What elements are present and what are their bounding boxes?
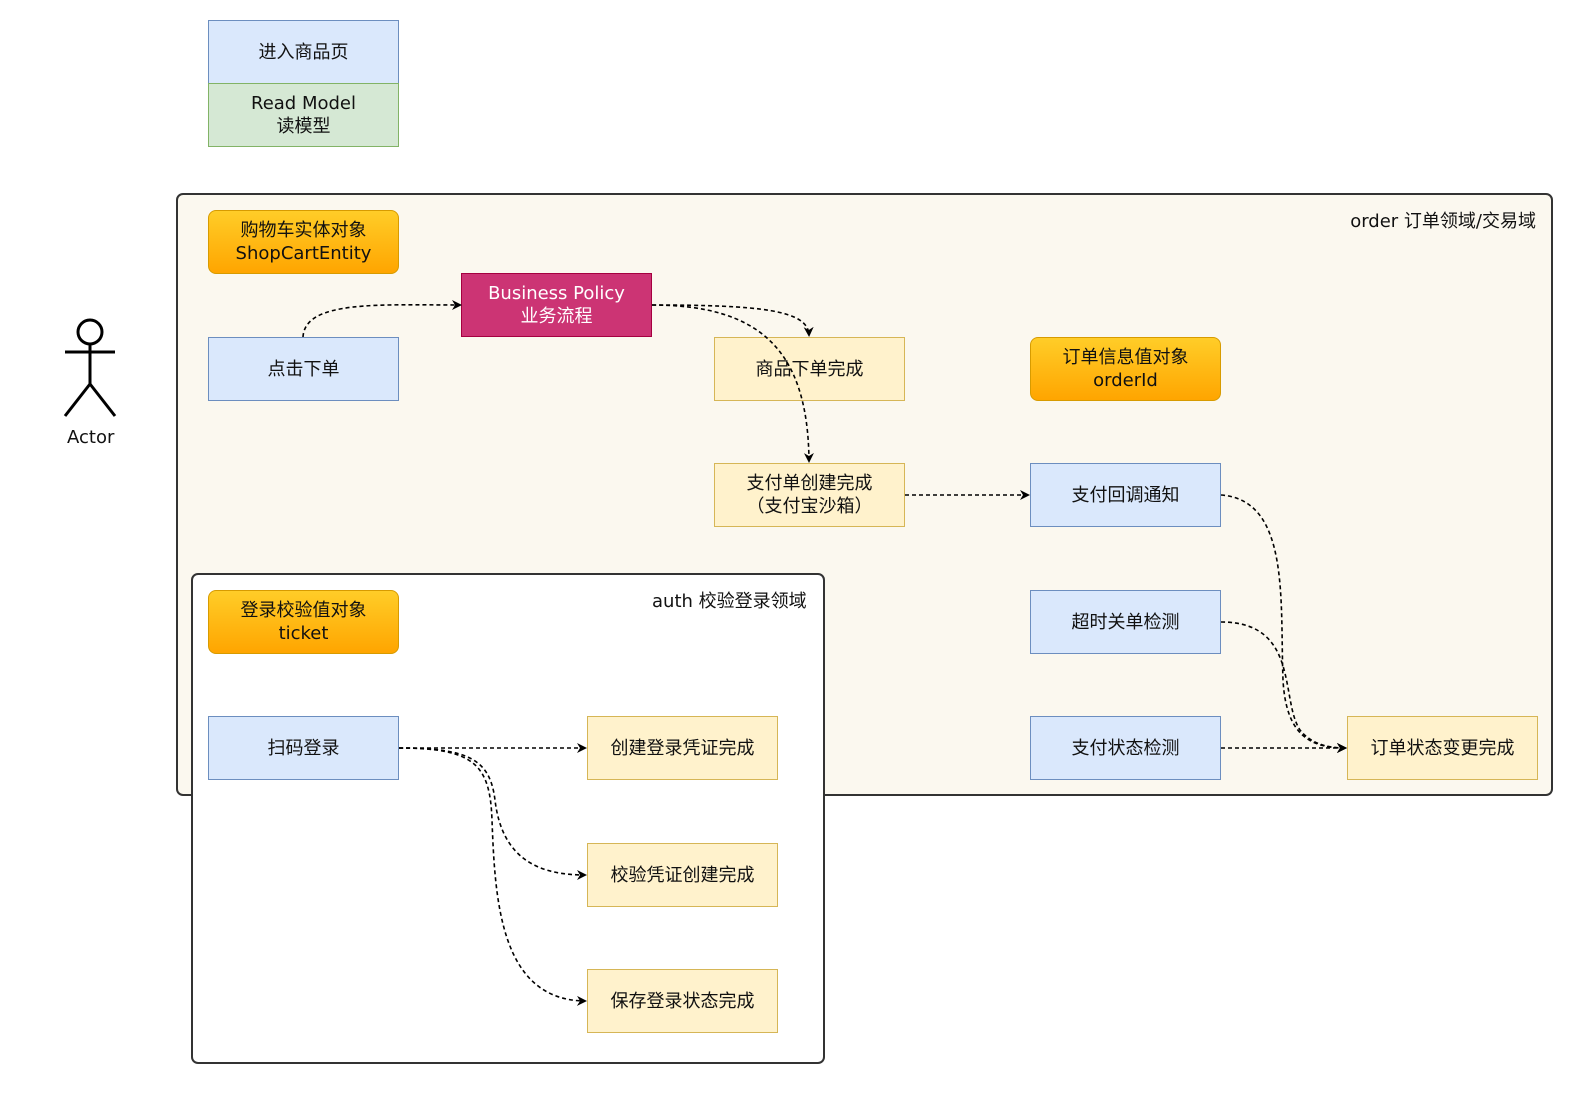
edge-place-order-to-policy [302, 299, 462, 338]
business-policy[interactable]: Business Policy 业务流程 [461, 273, 652, 337]
shopcart-entity-line2: ShopCartEntity [235, 243, 372, 264]
payment-created-line2: （支付宝沙箱） [746, 496, 873, 517]
order-info-line2: orderId [1093, 370, 1158, 391]
shopcart-entity[interactable]: 购物车实体对象 ShopCartEntity [208, 210, 399, 274]
order-placed-label: 商品下单完成 [755, 358, 864, 380]
actor-label: Actor [67, 427, 115, 448]
business-policy-line1: Business Policy [488, 283, 625, 304]
payment-created-line1: 支付单创建完成 [746, 473, 873, 494]
edge-scan-to-credential-verified [398, 747, 587, 880]
auth-domain-title: auth 校验登录领域 [652, 591, 807, 612]
scan-login-label: 扫码登录 [267, 737, 340, 759]
place-order-label: 点击下单 [267, 358, 340, 380]
payment-status-label: 支付状态检测 [1071, 737, 1180, 759]
scan-login-command[interactable]: 扫码登录 [208, 716, 399, 780]
login-ticket-line2: ticket [278, 623, 329, 644]
edge-timeout-to-status-changed [1220, 621, 1347, 753]
payment-created-event[interactable]: 支付单创建完成 （支付宝沙箱） [714, 463, 905, 527]
order-info-line1: 订单信息值对象 [1062, 347, 1189, 368]
payment-callback-label: 支付回调通知 [1071, 484, 1180, 506]
edge-policy-to-payment-created [651, 304, 814, 463]
login-ticket-line1: 登录校验值对象 [240, 600, 367, 621]
read-model-label-line2: 读模型 [276, 116, 331, 137]
read-model-label-line1: Read Model [251, 93, 356, 114]
business-policy-line2: 业务流程 [520, 306, 593, 327]
place-order-command[interactable]: 点击下单 [208, 337, 399, 401]
order-info-value-object[interactable]: 订单信息值对象 orderId [1030, 337, 1221, 401]
edge-callback-to-status-changed [1220, 494, 1347, 753]
edge-policy-to-order-placed [651, 304, 814, 337]
credential-created-event[interactable]: 创建登录凭证完成 [587, 716, 778, 780]
shopcart-entity-line1: 购物车实体对象 [240, 220, 367, 241]
order-domain-title: order 订单领域/交易域 [1350, 211, 1536, 232]
read-model-label-box[interactable]: Read Model 读模型 [208, 83, 399, 147]
read-model-title-box[interactable]: 进入商品页 [208, 20, 399, 84]
read-model-title: 进入商品页 [258, 41, 349, 63]
login-ticket-value-object[interactable]: 登录校验值对象 ticket [208, 590, 399, 654]
order-status-changed-event[interactable]: 订单状态变更完成 [1347, 716, 1538, 780]
login-saved-label: 保存登录状态完成 [610, 990, 755, 1012]
login-saved-event[interactable]: 保存登录状态完成 [587, 969, 778, 1033]
payment-callback-command[interactable]: 支付回调通知 [1030, 463, 1221, 527]
order-placed-event[interactable]: 商品下单完成 [714, 337, 905, 401]
payment-status-command[interactable]: 支付状态检测 [1030, 716, 1221, 780]
actor-icon[interactable] [60, 316, 120, 418]
credential-created-label: 创建登录凭证完成 [610, 737, 755, 759]
credential-verified-event[interactable]: 校验凭证创建完成 [587, 843, 778, 907]
timeout-close-command[interactable]: 超时关单检测 [1030, 590, 1221, 654]
credential-verified-label: 校验凭证创建完成 [610, 864, 755, 886]
order-status-changed-label: 订单状态变更完成 [1370, 737, 1515, 759]
timeout-close-label: 超时关单检测 [1071, 611, 1180, 633]
